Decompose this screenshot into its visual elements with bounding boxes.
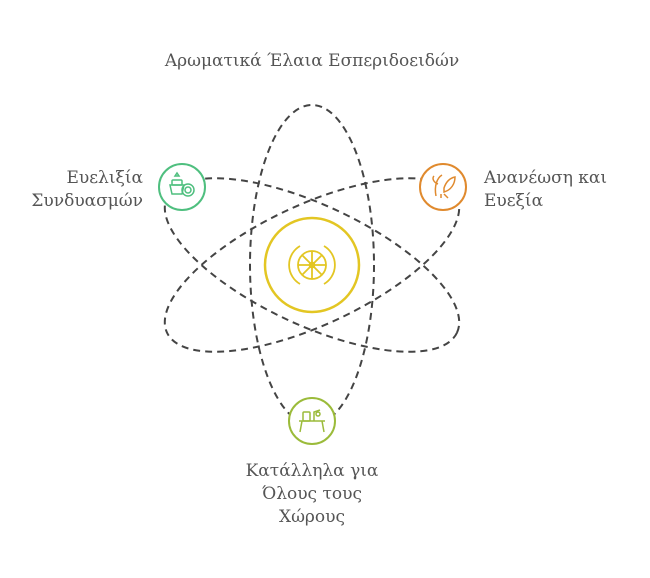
node-flexibility: Ευελιξία Συνδυασμών [31, 163, 206, 211]
refresh-circle [419, 163, 467, 211]
flexibility-label-line1: Ευελιξία [67, 168, 144, 188]
spaces-label-line1: Κατάλληλα για [246, 461, 379, 481]
spaces-label-line3: Χώρους [279, 507, 345, 527]
citrus-slice-icon [288, 245, 336, 285]
blend-icon [169, 171, 195, 197]
refresh-label-line2: Ευεξία [484, 191, 544, 211]
flexibility-label-line2: Συνδυασμών [31, 191, 143, 211]
center-node [263, 216, 361, 314]
node-refresh: Ανανέωση και Ευεξία [419, 163, 607, 211]
node-spaces: Κατάλληλα για Όλους τους Χώρους [246, 397, 379, 527]
diagram-title: Αρωματικά Έλαια Εσπεριδοειδών [164, 51, 459, 71]
refresh-label-line1: Ανανέωση και [483, 168, 607, 188]
leaf-icon [432, 174, 456, 199]
table-icon [299, 409, 325, 433]
spaces-label-line2: Όλους τους [262, 484, 362, 504]
